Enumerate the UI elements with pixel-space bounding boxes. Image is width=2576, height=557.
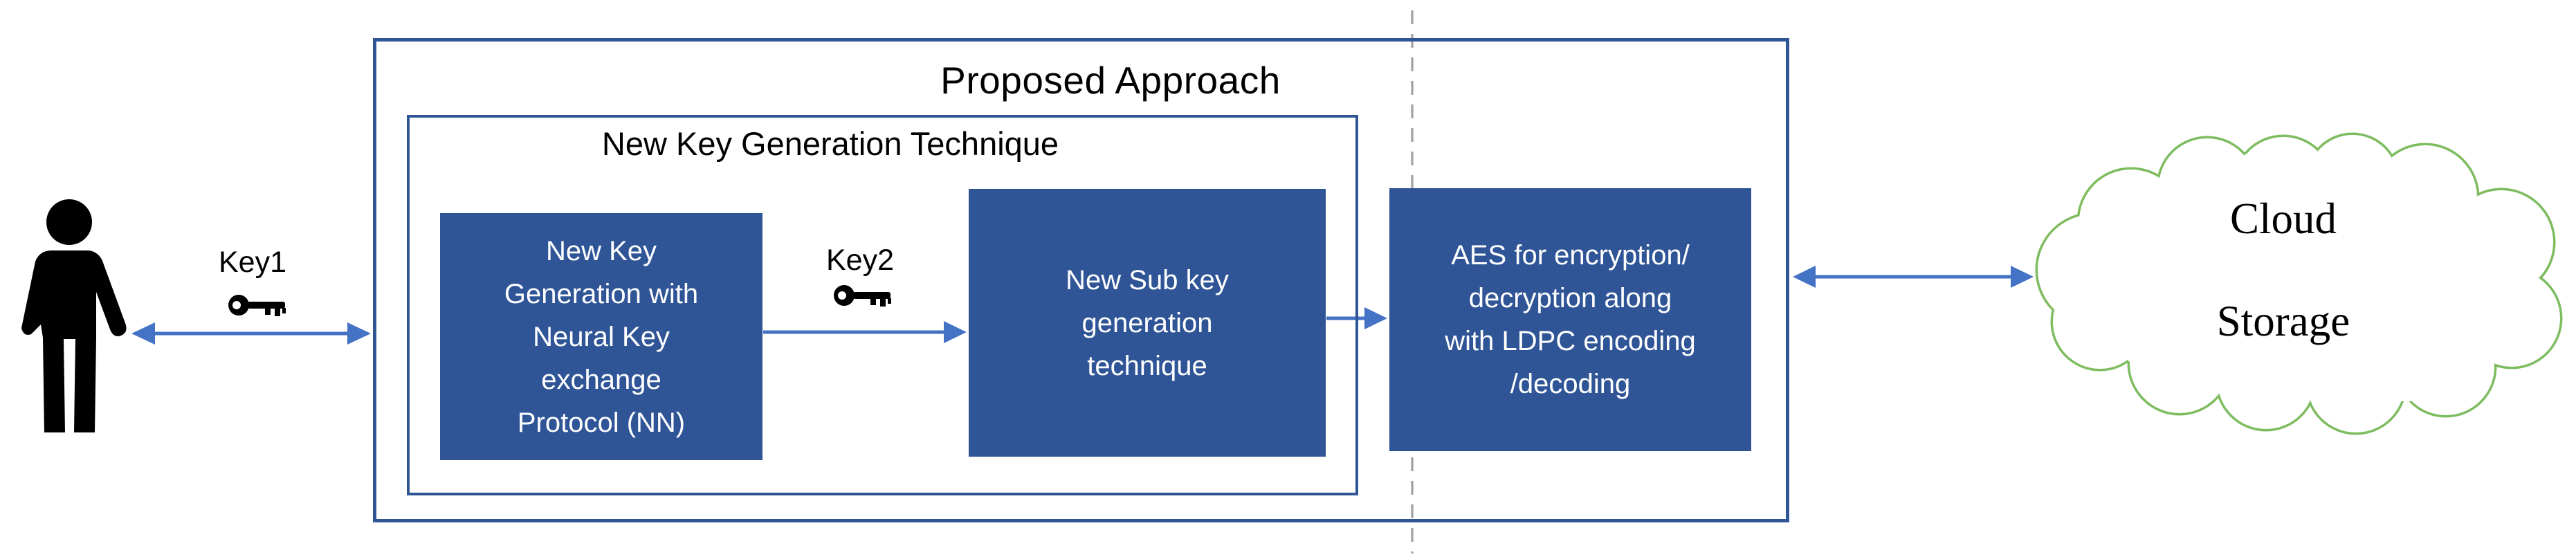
person-icon <box>21 199 127 432</box>
cloud-storage-label-line2: Storage <box>2216 297 2350 345</box>
arrow-user-system <box>131 322 371 345</box>
proposed-approach-container <box>373 38 1789 522</box>
arrow-subkey-to-aes <box>1326 307 1387 329</box>
sub-key-generation-box-text: New Sub key generation technique <box>1066 264 1229 381</box>
neural-key-generation-box-text: New Key Generation with Neural Key excha… <box>504 235 699 438</box>
key2-label: Key2 <box>825 244 894 277</box>
cloud-icon <box>2035 132 2563 435</box>
key-icon <box>834 285 891 307</box>
sub-key-generation-box: New Sub key generation technique <box>969 189 1326 457</box>
key-generation-group-label: New Key Generation Technique <box>601 125 1059 162</box>
cloud-storage-label-line1: Cloud <box>2229 194 2337 243</box>
aes-ldpc-box: AES for encryption/ decryption along wit… <box>1389 188 1751 451</box>
arrow-system-to-cloud <box>1793 266 2034 288</box>
arrow-keygen-to-subkey <box>763 321 967 343</box>
key-icon <box>228 295 286 316</box>
aes-ldpc-box-text: AES for encryption/ decryption along wit… <box>1445 240 1696 399</box>
key1-label: Key1 <box>218 246 286 279</box>
proposed-approach-title: Proposed Approach <box>940 59 1281 102</box>
key-generation-group-container <box>407 115 1358 495</box>
neural-key-generation-box: New Key Generation with Neural Key excha… <box>440 213 762 460</box>
